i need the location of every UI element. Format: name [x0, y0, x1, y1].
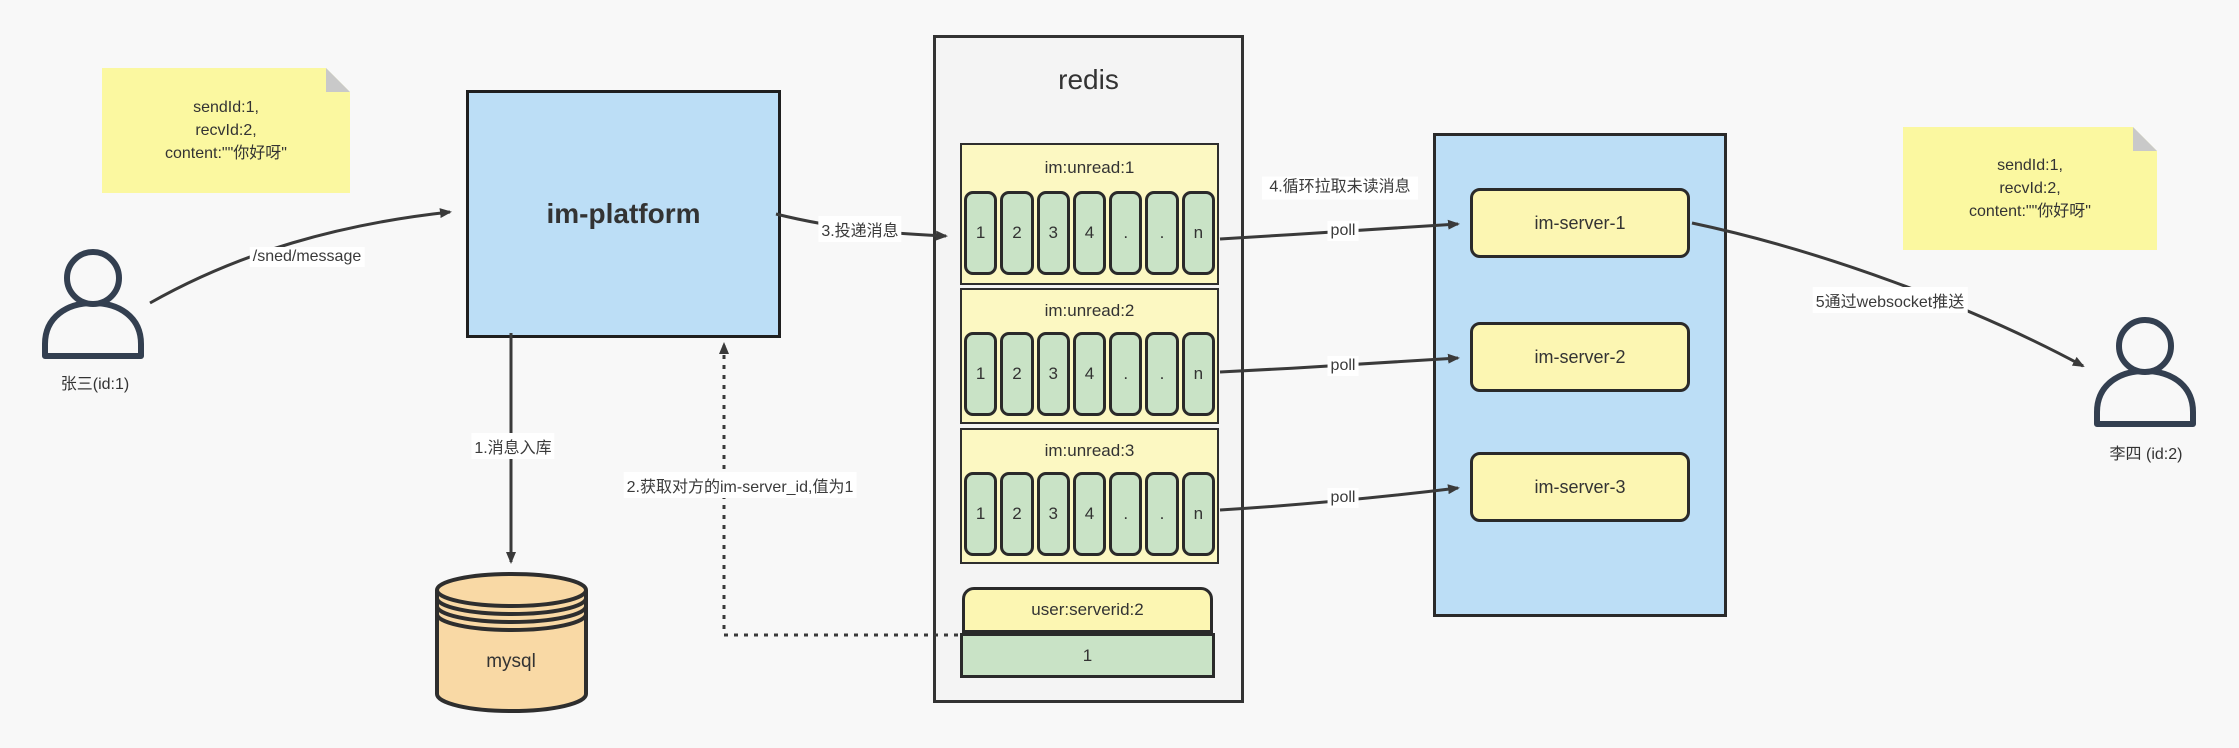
queue-cell: . — [1145, 472, 1179, 556]
poll-label-3: poll — [1327, 488, 1359, 508]
queue-cell: 4 — [1072, 332, 1107, 416]
note-fold-icon — [2133, 127, 2157, 151]
queue-title: im:unread:2 — [1044, 301, 1135, 320]
queue-cell: 4 — [1072, 191, 1107, 275]
sender-payload-note: sendId:1, recvId:2, content:""你好呀" — [102, 68, 350, 193]
mysql-db-icon: mysql — [435, 572, 588, 713]
poll-label-1: poll — [1327, 221, 1359, 241]
mysql-label: mysql — [486, 651, 536, 672]
im-server-2-node: im-server-2 — [1470, 322, 1690, 392]
im-server-3-node: im-server-3 — [1470, 452, 1690, 522]
queue-cell: 3 — [1036, 332, 1070, 416]
queue-cell: n — [1181, 472, 1215, 556]
step3-label: 3.投递消息 — [818, 216, 902, 242]
user-serverid-key: user:serverid:2 — [962, 587, 1213, 633]
queue-cell: 1 — [964, 472, 998, 556]
note-fold-icon — [326, 68, 350, 92]
queue-cell: n — [1181, 332, 1215, 416]
queue-cell: . — [1145, 191, 1179, 275]
step2-label: 2.获取对方的im-server_id,值为1 — [623, 472, 857, 498]
im-server-1-node: im-server-1 — [1470, 188, 1690, 258]
person-sender-icon — [42, 249, 144, 359]
queue-cell: 4 — [1072, 472, 1107, 556]
sender-payload-text: sendId:1, recvId:2, content:""你好呀" — [165, 98, 287, 163]
queue-cell: . — [1109, 472, 1143, 556]
queue-cell: n — [1181, 191, 1215, 275]
receiver-payload-text: sendId:1, recvId:2, content:""你好呀" — [1969, 156, 2091, 221]
queue-cell: 2 — [1000, 191, 1034, 275]
im-platform-node: im-platform — [466, 90, 781, 338]
queue-cell: 3 — [1036, 191, 1070, 275]
poll-label-2: poll — [1327, 356, 1359, 376]
send-message-label: /sned/message — [249, 247, 365, 267]
user-serverid-value: 1 — [960, 633, 1215, 678]
step5-label: 5通过websocket推送 — [1812, 287, 1968, 313]
queue-cell: . — [1145, 332, 1179, 416]
queue-cell: 2 — [1000, 472, 1034, 556]
queue-title: im:unread:3 — [1044, 441, 1135, 460]
redis-title: redis — [1058, 64, 1119, 95]
im-platform-label: im-platform — [546, 198, 701, 229]
queue-cell: 1 — [964, 332, 998, 416]
step1-label: 1.消息入库 — [471, 433, 555, 459]
queue-cell: . — [1109, 191, 1143, 275]
queue-cell: 2 — [1000, 332, 1034, 416]
queue-cell: 3 — [1036, 472, 1070, 556]
queue-cell: 1 — [964, 191, 998, 275]
step4-label: 4.循环拉取未读消息 — [1262, 176, 1418, 200]
person-receiver-icon — [2094, 317, 2196, 427]
receiver-payload-note: sendId:1, recvId:2, content:""你好呀" — [1903, 127, 2157, 250]
queue-title: im:unread:1 — [1044, 158, 1135, 177]
receiver-name-label: 李四 (id:2) — [2109, 446, 2183, 463]
sender-name-label: 张三(id:1) — [60, 376, 130, 393]
queue-cell: . — [1109, 332, 1143, 416]
